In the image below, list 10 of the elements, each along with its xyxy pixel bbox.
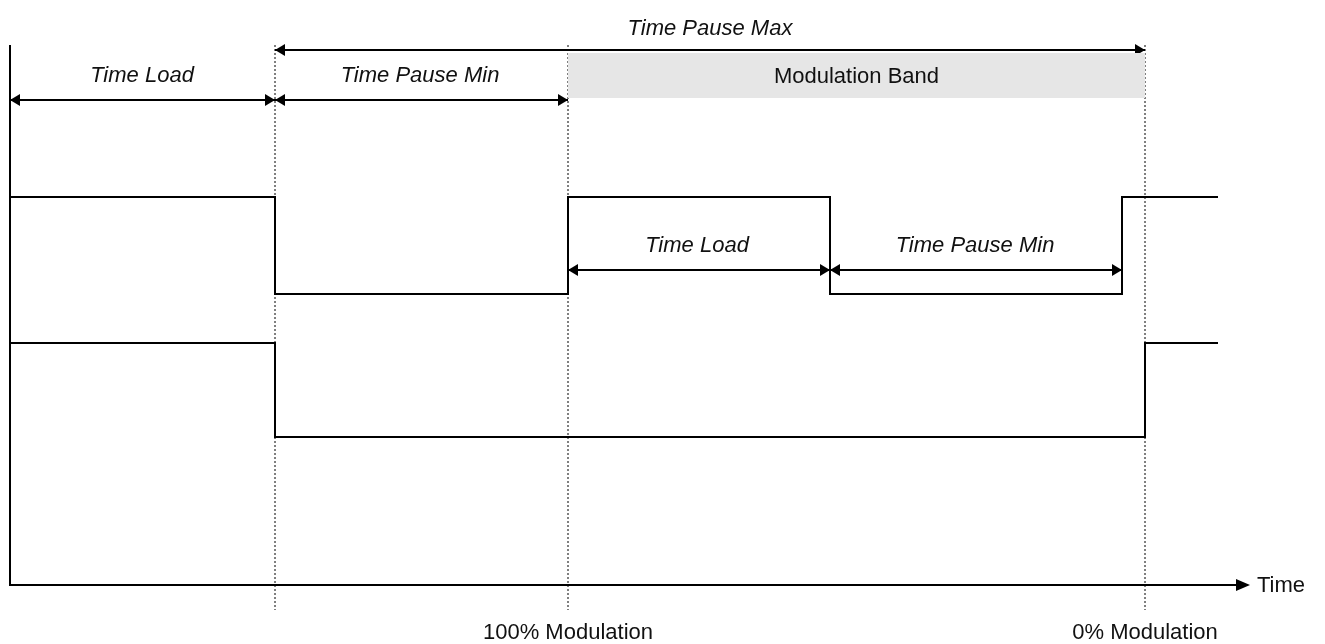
axis-label: 0% Modulation bbox=[1072, 621, 1218, 643]
axis-label: 100% Modulation bbox=[483, 621, 653, 643]
modulation-band bbox=[568, 53, 1145, 98]
axis-label: Time Load bbox=[645, 234, 749, 256]
axis-label: Time Pause Min bbox=[340, 64, 500, 86]
axis-label: Time Pause Max bbox=[627, 17, 793, 39]
axis-label: Time bbox=[1257, 574, 1306, 596]
axis-label: Time Pause Min bbox=[895, 234, 1055, 256]
axis-label: Time Load bbox=[90, 64, 194, 86]
band-label: Modulation Band bbox=[773, 62, 940, 89]
